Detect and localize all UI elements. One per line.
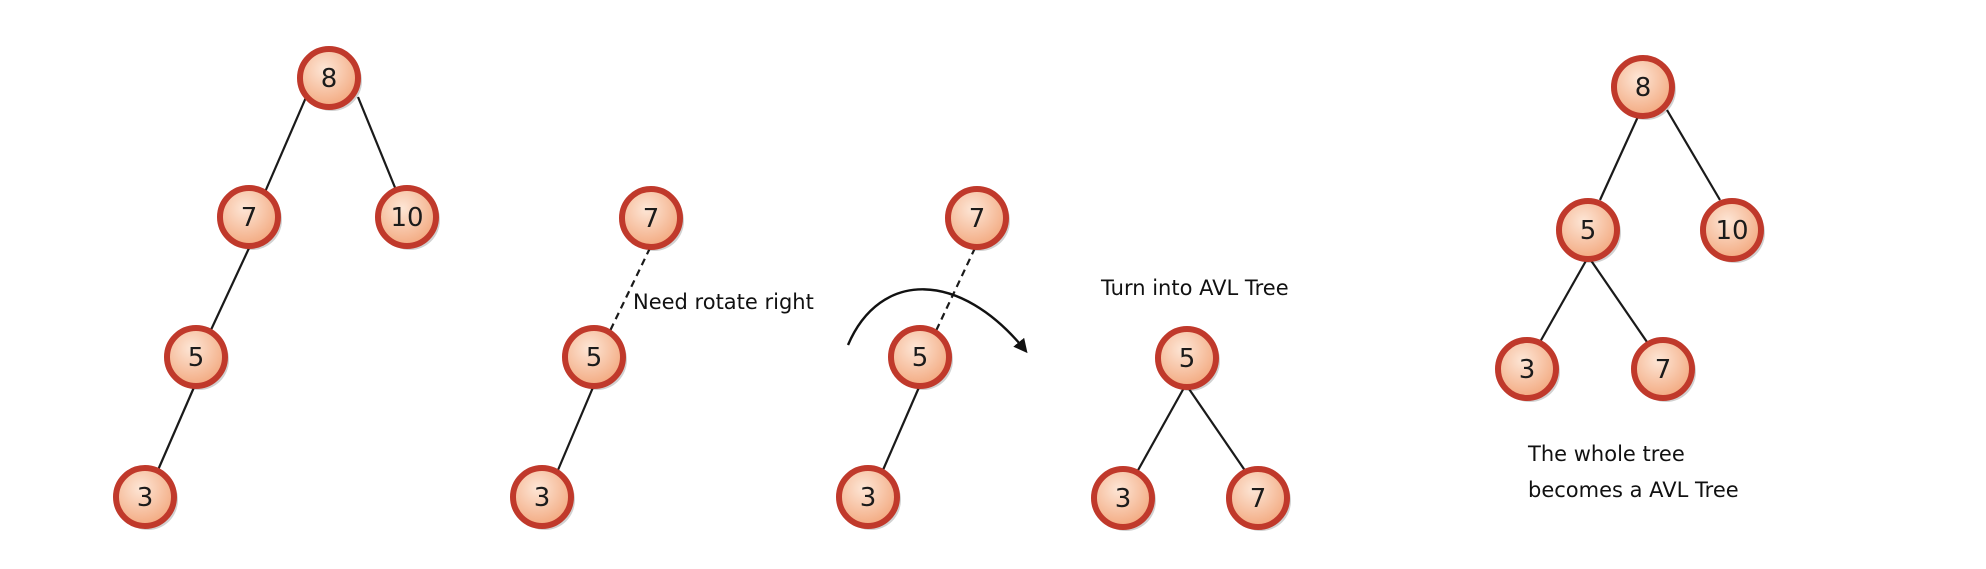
node-value: 5 <box>1580 216 1597 246</box>
tree-subtree-rotating: 7 5 3 <box>836 186 1028 530</box>
edge-8-5 <box>1598 109 1643 201</box>
node-value: 5 <box>1179 344 1196 374</box>
tree-original: 8 7 10 5 3 <box>113 46 440 530</box>
node-value: 3 <box>860 483 877 513</box>
node-value: 3 <box>534 483 551 513</box>
tree-final-avl: 8 5 10 3 7 <box>1495 55 1765 402</box>
tree-node: 3 <box>510 465 575 530</box>
tree-node: 7 <box>945 186 1010 251</box>
node-value: 3 <box>137 483 154 513</box>
tree-node: 3 <box>836 465 901 530</box>
tree-node: 7 <box>619 186 684 251</box>
edge-8-10 <box>356 96 398 191</box>
tree-node: 8 <box>297 46 362 111</box>
node-value: 3 <box>1115 484 1132 514</box>
turn-into-avl-label: Turn into AVL Tree <box>1101 276 1289 300</box>
edge-8-10 <box>1666 109 1721 201</box>
node-value: 5 <box>912 343 929 373</box>
node-value: 10 <box>1715 216 1748 246</box>
node-value: 10 <box>390 203 423 233</box>
edge-5-3 <box>156 384 197 471</box>
tree-node: 3 <box>1091 466 1156 531</box>
node-value: 8 <box>1635 73 1652 103</box>
whole-tree-label-line2: becomes a AVL Tree <box>1528 478 1739 502</box>
tree-node: 7 <box>1226 466 1291 531</box>
node-value: 7 <box>1655 355 1672 385</box>
tree-subtree-unbalanced: 7 5 3 <box>510 186 684 530</box>
node-value: 5 <box>586 343 603 373</box>
rotate-right-arrow <box>846 288 1028 354</box>
tree-node: 10 <box>1700 198 1765 263</box>
tree-node: 3 <box>113 465 178 530</box>
need-rotate-label: Need rotate right <box>633 290 814 314</box>
tree-node: 7 <box>1631 337 1696 402</box>
node-value: 5 <box>188 343 205 373</box>
tree-node: 5 <box>164 325 229 390</box>
tree-node: 3 <box>1495 337 1560 402</box>
tree-node: 5 <box>1155 326 1220 391</box>
edge-8-7 <box>263 94 309 193</box>
node-value: 7 <box>1250 484 1267 514</box>
edge-7-5-dashed <box>934 247 976 334</box>
edge-7-5 <box>209 245 251 333</box>
edge-5-3 <box>556 384 596 471</box>
tree-node: 5 <box>1556 198 1621 263</box>
node-value: 7 <box>969 204 986 234</box>
tree-node: 8 <box>1611 55 1676 120</box>
tree-node: 7 <box>217 185 282 250</box>
node-value: 8 <box>321 64 338 94</box>
tree-node: 5 <box>562 325 627 390</box>
node-value: 3 <box>1519 355 1536 385</box>
tree-node: 5 <box>888 325 953 390</box>
tree-node: 10 <box>375 185 440 250</box>
tree-subtree-balanced: 5 3 7 <box>1091 326 1291 531</box>
edge-7-5-dashed <box>608 247 651 334</box>
node-value: 7 <box>643 204 660 234</box>
edge-5-7 <box>1186 385 1247 473</box>
edge-5-3 <box>1539 258 1588 343</box>
edge-5-7 <box>1589 258 1648 343</box>
whole-tree-label-line1: The whole tree <box>1528 442 1685 466</box>
edge-5-3 <box>1136 385 1186 473</box>
edge-5-3 <box>881 384 922 471</box>
node-value: 7 <box>241 203 258 233</box>
